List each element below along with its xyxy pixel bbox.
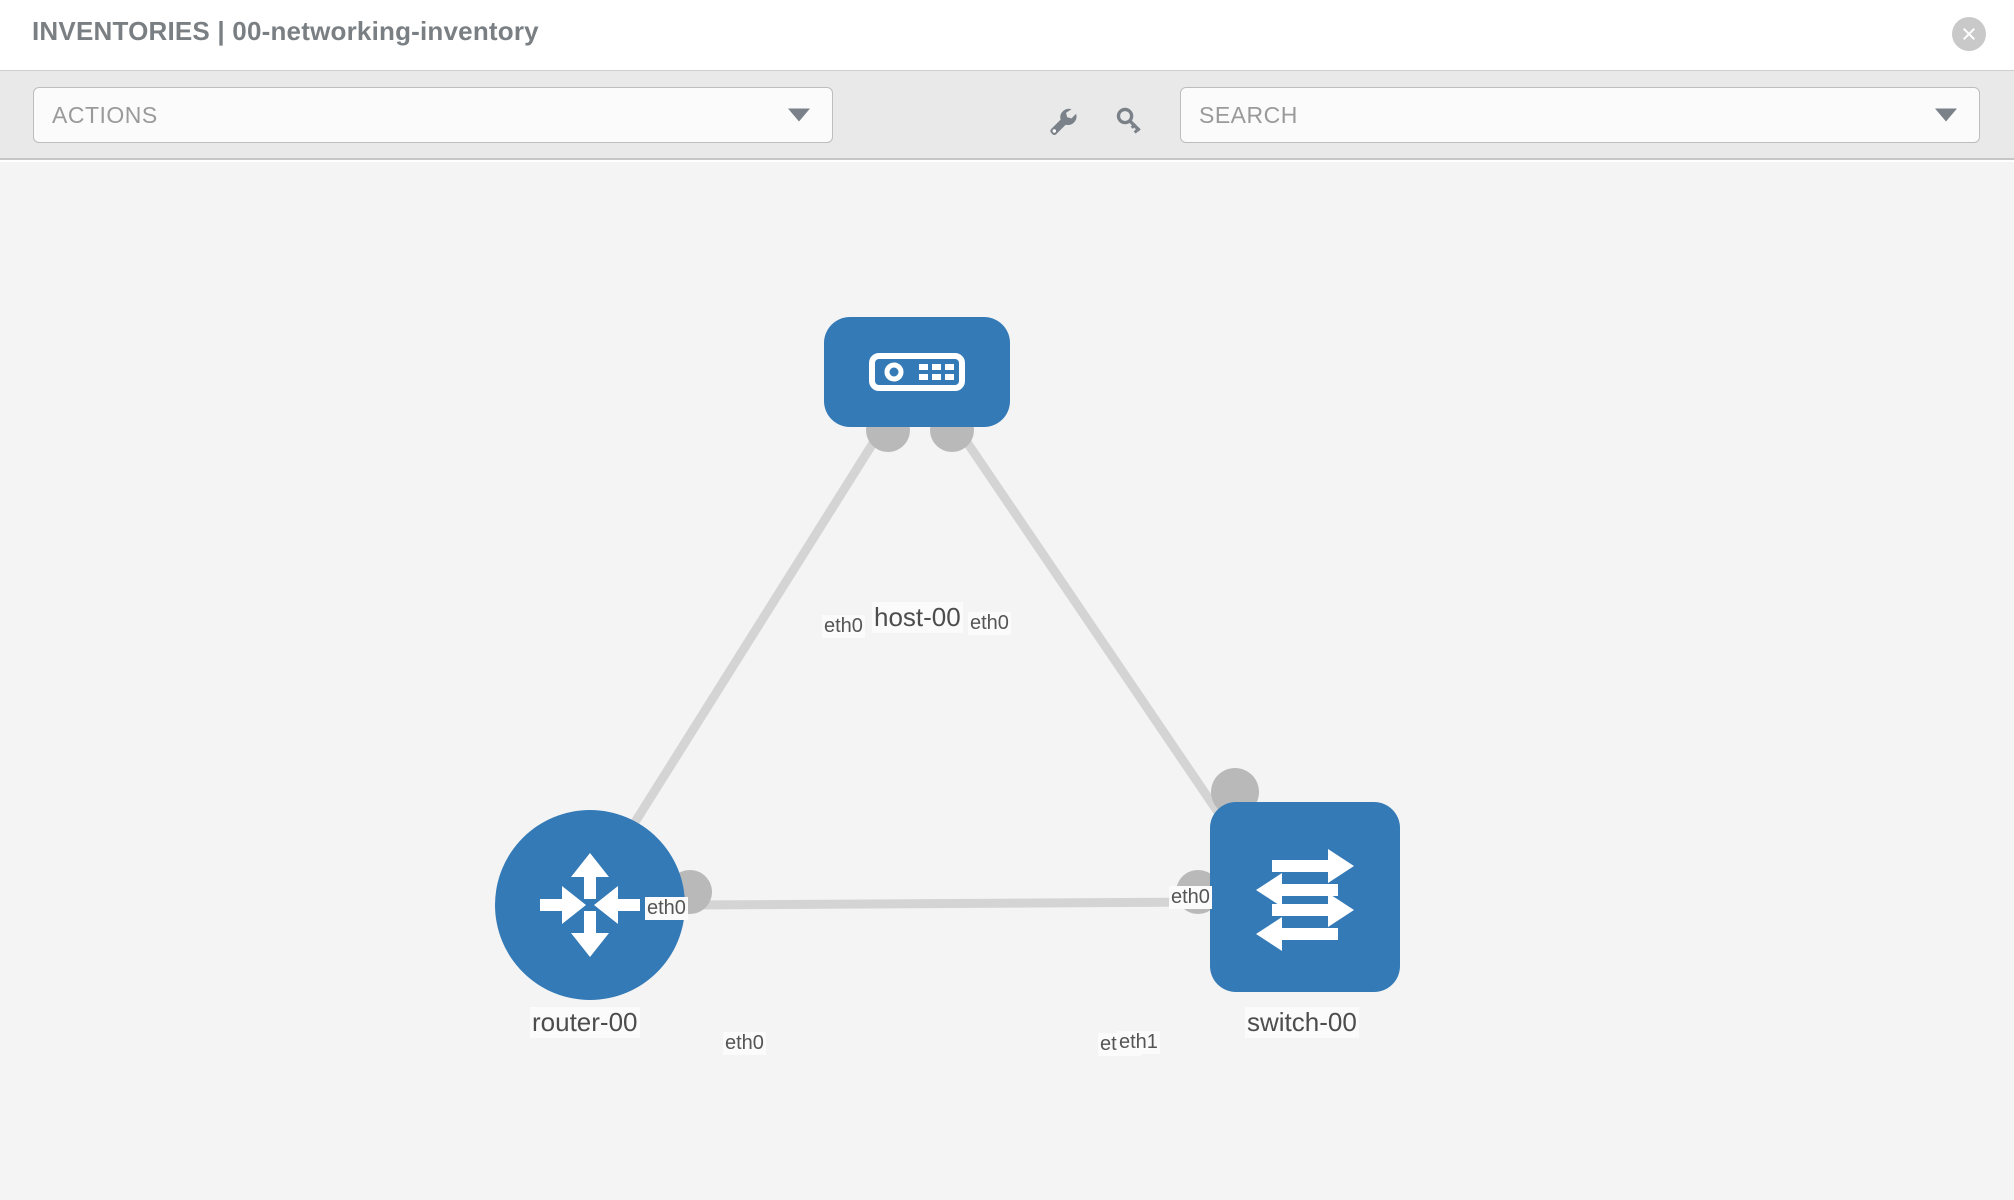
search-input[interactable]: SEARCH: [1180, 87, 1980, 143]
chevron-down-icon: [1935, 108, 1957, 122]
interface-label-switch-left-over: eth1: [1117, 1031, 1160, 1054]
topology-edges: [606, 429, 1249, 910]
key-icon[interactable]: [1110, 101, 1150, 141]
topology-connectors: [668, 408, 1259, 914]
node-label-switch-00: switch-00: [1245, 1007, 1359, 1038]
interface-label-router-upper: eth0: [645, 897, 688, 920]
edge-host-switch[interactable]: [956, 429, 1249, 855]
node-host-00[interactable]: [824, 317, 1010, 427]
actions-dropdown-label: ACTIONS: [52, 101, 158, 128]
router-arrows-icon: [540, 853, 640, 957]
close-icon[interactable]: [1952, 17, 1986, 51]
interface-label-switch-upper: eth0: [1169, 886, 1212, 909]
edge-router-switch[interactable]: [689, 897, 1216, 910]
toolbar: ACTIONS SEARCH: [0, 70, 2014, 160]
wrench-icon[interactable]: [1042, 101, 1082, 141]
page-title: INVENTORIES | 00-networking-inventory: [32, 16, 539, 46]
topology-graph: [606, 408, 1259, 914]
actions-dropdown[interactable]: ACTIONS: [33, 87, 833, 143]
chevron-down-icon: [788, 108, 810, 122]
server-icon: [869, 353, 965, 391]
node-label-router-00: router-00: [530, 1007, 640, 1038]
topology-canvas[interactable]: host-00 router-00: [0, 162, 2014, 1200]
interface-label-host-left: eth0: [822, 615, 865, 638]
node-switch-00[interactable]: [1210, 802, 1400, 992]
node-label-host-00: host-00: [872, 602, 963, 633]
page-header: INVENTORIES | 00-networking-inventory: [0, 0, 2014, 70]
switch-arrows-icon: [1256, 849, 1354, 951]
interface-label-router-right: eth0: [723, 1032, 766, 1055]
interface-label-host-right: eth0: [968, 612, 1011, 635]
edge-host-router[interactable]: [606, 429, 884, 865]
search-placeholder: SEARCH: [1199, 101, 1298, 128]
